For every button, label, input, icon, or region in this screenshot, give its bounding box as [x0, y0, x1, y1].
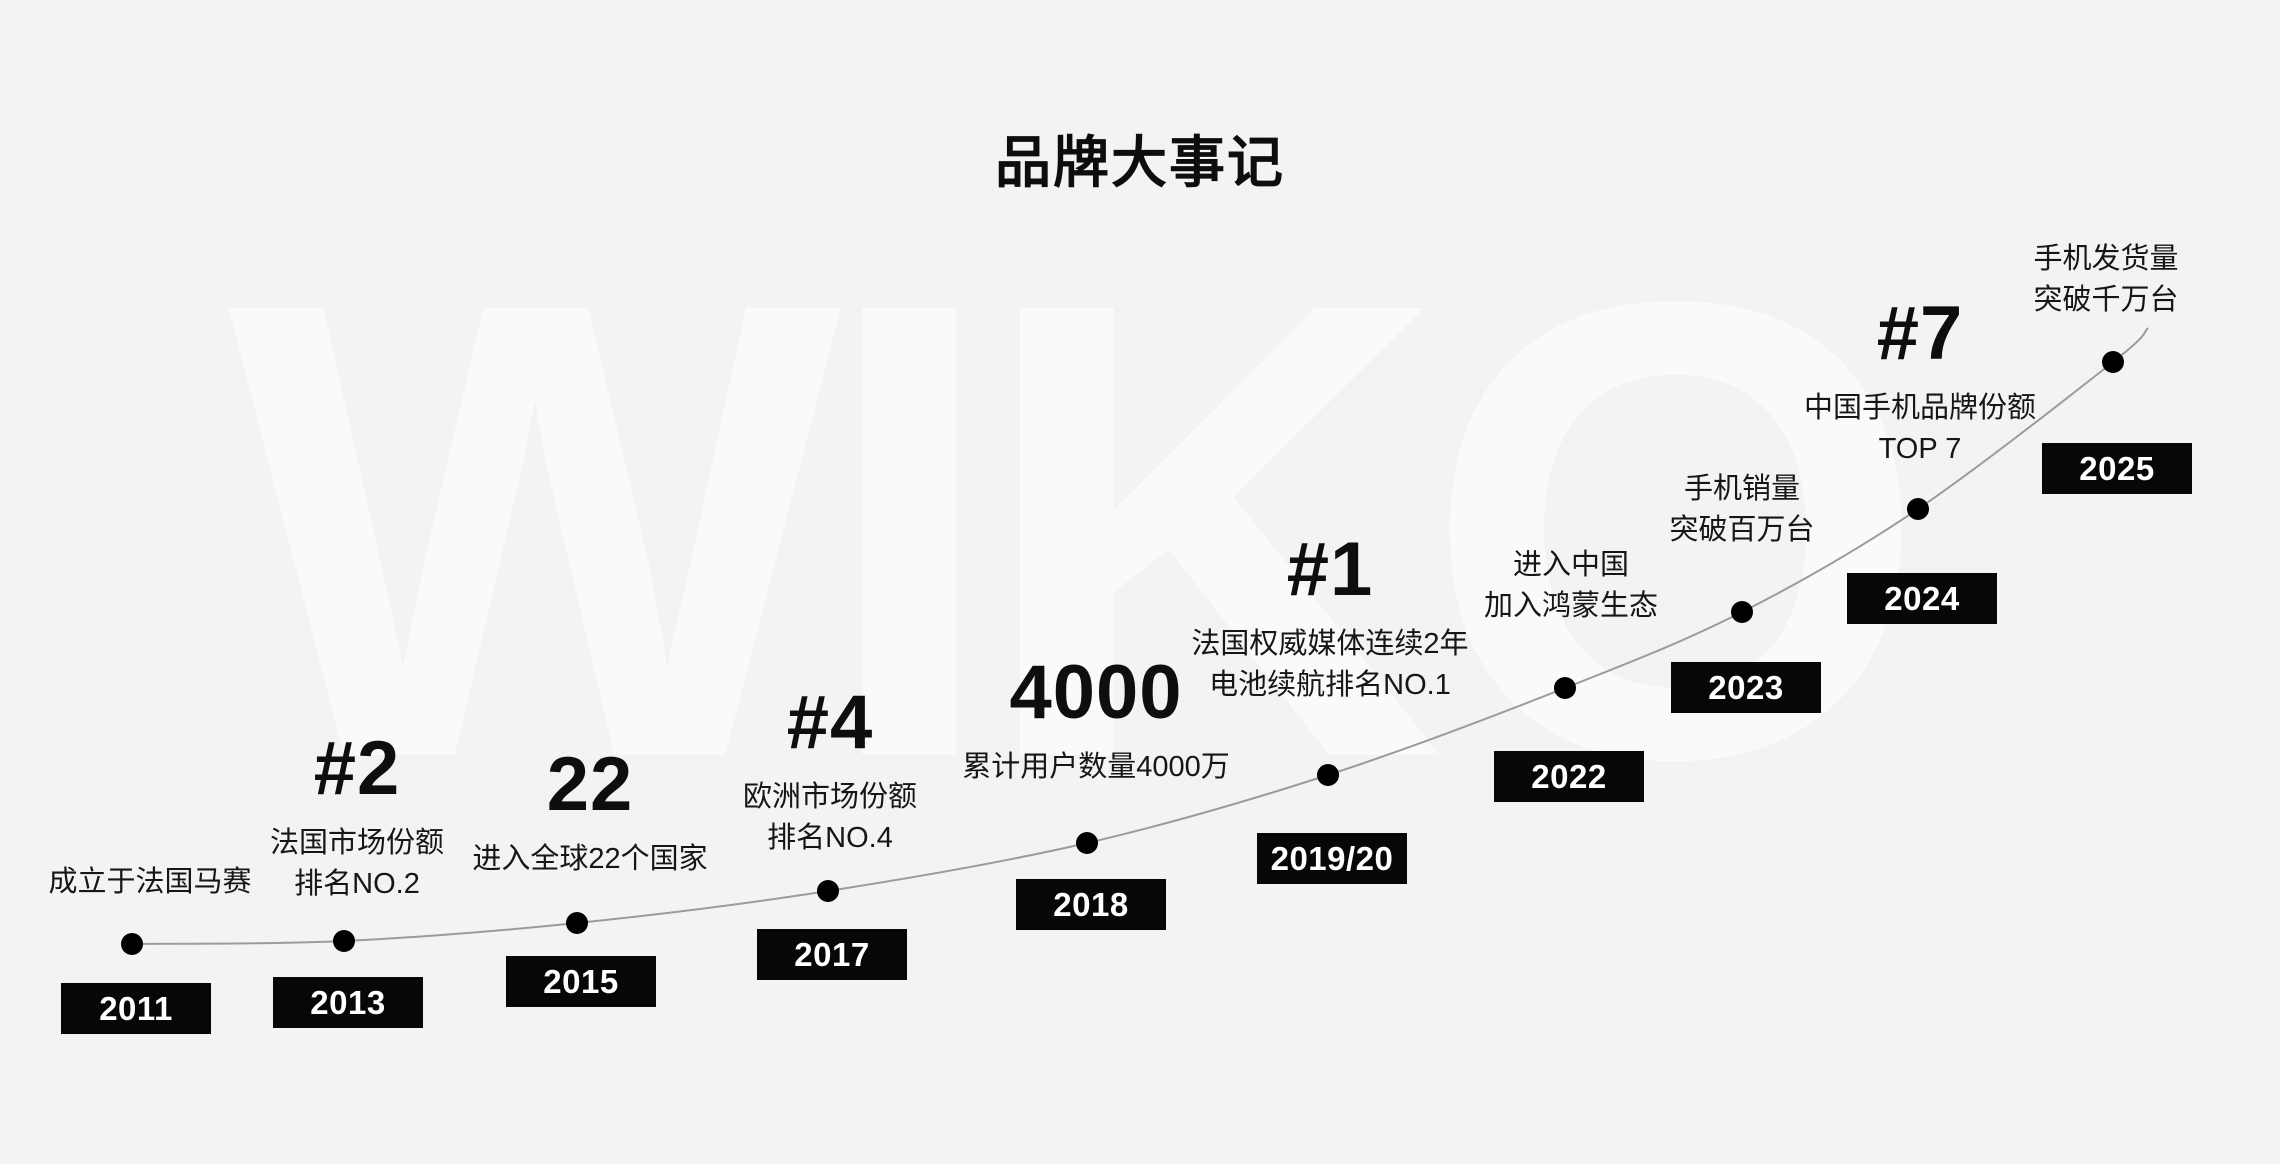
timeline-dot: [1731, 601, 1753, 623]
milestone-description-line: 中国手机品牌份额: [1803, 392, 2037, 424]
year-badge: 2023: [1671, 662, 1821, 713]
milestone-text: 成立于法国马赛: [48, 862, 251, 903]
milestone-description: 中国手机品牌份额 TOP 7: [1804, 388, 2036, 470]
year-badge: 2025: [2042, 443, 2192, 494]
year-badge: 2022: [1494, 751, 1644, 802]
milestone-description-line: 进入全球22个国家: [472, 843, 708, 875]
milestone-description-line: 突破百万台: [1669, 514, 1815, 546]
page-title: 品牌大事记: [995, 131, 1285, 194]
milestone-description-line: 突破千万台: [2033, 284, 2179, 316]
milestone-text: 进入中国加入鸿蒙生态: [1484, 545, 1658, 627]
wiko-watermark: WIKO: [228, 167, 1929, 893]
milestone-description: 进入中国加入鸿蒙生态: [1484, 545, 1658, 627]
year-badge: 2013: [273, 977, 423, 1028]
milestone-headline: #2: [313, 726, 401, 811]
timeline-dot: [1317, 764, 1339, 786]
milestone-description-line: 成立于法国马赛: [48, 866, 252, 898]
timeline-dot: [333, 930, 355, 952]
milestone-headline: #1: [1286, 527, 1374, 612]
milestone-description: 手机销量突破百万台: [1669, 469, 1814, 551]
milestone-text: 手机发货量突破千万台: [2033, 239, 2178, 321]
timeline-dot: [1907, 498, 1929, 520]
milestone-description-line: 电池续航排名NO.1: [1209, 669, 1451, 701]
timeline-dot: [2102, 351, 2124, 373]
milestone-description-line: 累计用户数量4000万: [962, 751, 1230, 783]
milestone-text: 手机销量突破百万台: [1669, 469, 1814, 551]
milestone-description-line: 排名NO.2: [294, 868, 420, 900]
timeline-dot: [1554, 677, 1576, 699]
milestone-headline: #7: [1876, 291, 1964, 376]
milestone-description: 累计用户数量4000万: [962, 747, 1230, 788]
milestone-description: 进入全球22个国家: [472, 839, 707, 880]
milestone-headline: 22: [546, 742, 634, 827]
milestone-description-line: 法国市场份额: [269, 827, 445, 859]
milestone-description: 法国权威媒体连续2年电池续航排名NO.1: [1191, 624, 1468, 706]
year-badge: 2015: [506, 956, 656, 1007]
milestone-headline: 4000: [1009, 650, 1183, 735]
year-badge: 2018: [1016, 879, 1166, 930]
timeline-dot: [1076, 832, 1098, 854]
milestone-description: 法国市场份额排名NO.2: [270, 823, 444, 905]
milestone-description-line: 欧洲市场份额: [742, 781, 918, 813]
year-badge: 2024: [1847, 573, 1997, 624]
milestone-description-line: 手机销量: [1683, 473, 1801, 505]
milestone-description: 手机发货量突破千万台: [2033, 239, 2178, 321]
milestone-description-line: 手机发货量: [2033, 243, 2179, 275]
milestone-headline: #4: [786, 680, 874, 765]
milestone-description: 欧洲市场份额排名NO.4: [743, 777, 917, 859]
milestone-description-line: 加入鸿蒙生态: [1483, 590, 1659, 622]
timeline-dot: [566, 912, 588, 934]
timeline-dot: [817, 880, 839, 902]
milestone-description-line: 进入中国: [1512, 549, 1630, 581]
milestone-description-line: 排名NO.4: [767, 822, 893, 854]
milestone-description: 成立于法国马赛: [48, 862, 251, 903]
year-badge: 2011: [61, 983, 211, 1034]
milestone-description-line: 法国权威媒体连续2年: [1191, 628, 1469, 660]
year-badge: 2017: [757, 929, 907, 980]
year-badge: 2019/20: [1257, 833, 1407, 884]
timeline-dot: [121, 933, 143, 955]
milestone-description-line: TOP 7: [1878, 433, 1962, 465]
